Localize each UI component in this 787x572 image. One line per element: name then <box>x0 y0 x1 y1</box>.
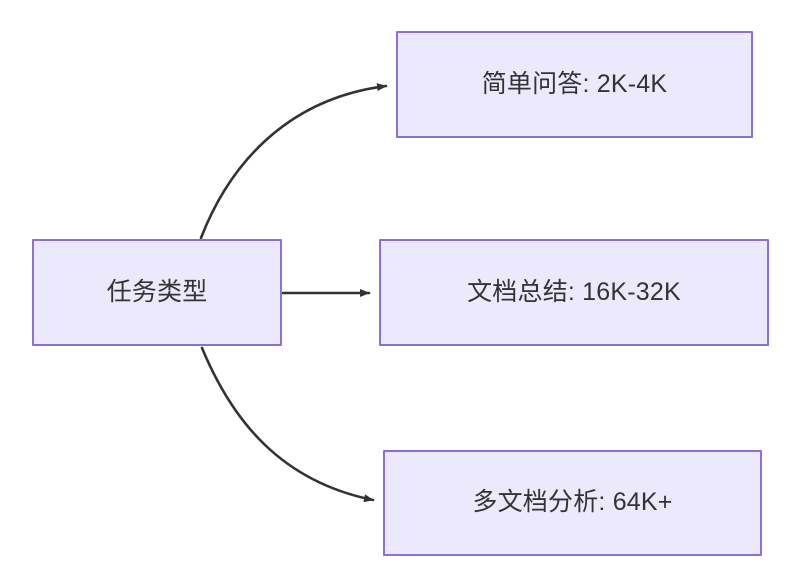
node-label: 任务类型 <box>106 277 208 306</box>
node-label: 简单问答: 2K-4K <box>481 69 668 98</box>
node-task-type[interactable]: 任务类型 <box>32 239 282 346</box>
edge-root-to-simple-qa <box>199 83 388 240</box>
node-document-summary[interactable]: 文档总结: 16K-32K <box>379 239 769 346</box>
node-label: 多文档分析: 64K+ <box>472 488 673 517</box>
node-simple-qa[interactable]: 简单问答: 2K-4K <box>396 31 753 138</box>
edge-root-to-multi-doc <box>200 346 375 503</box>
node-multi-document-analysis[interactable]: 多文档分析: 64K+ <box>383 450 762 556</box>
node-label: 文档总结: 16K-32K <box>467 277 681 306</box>
